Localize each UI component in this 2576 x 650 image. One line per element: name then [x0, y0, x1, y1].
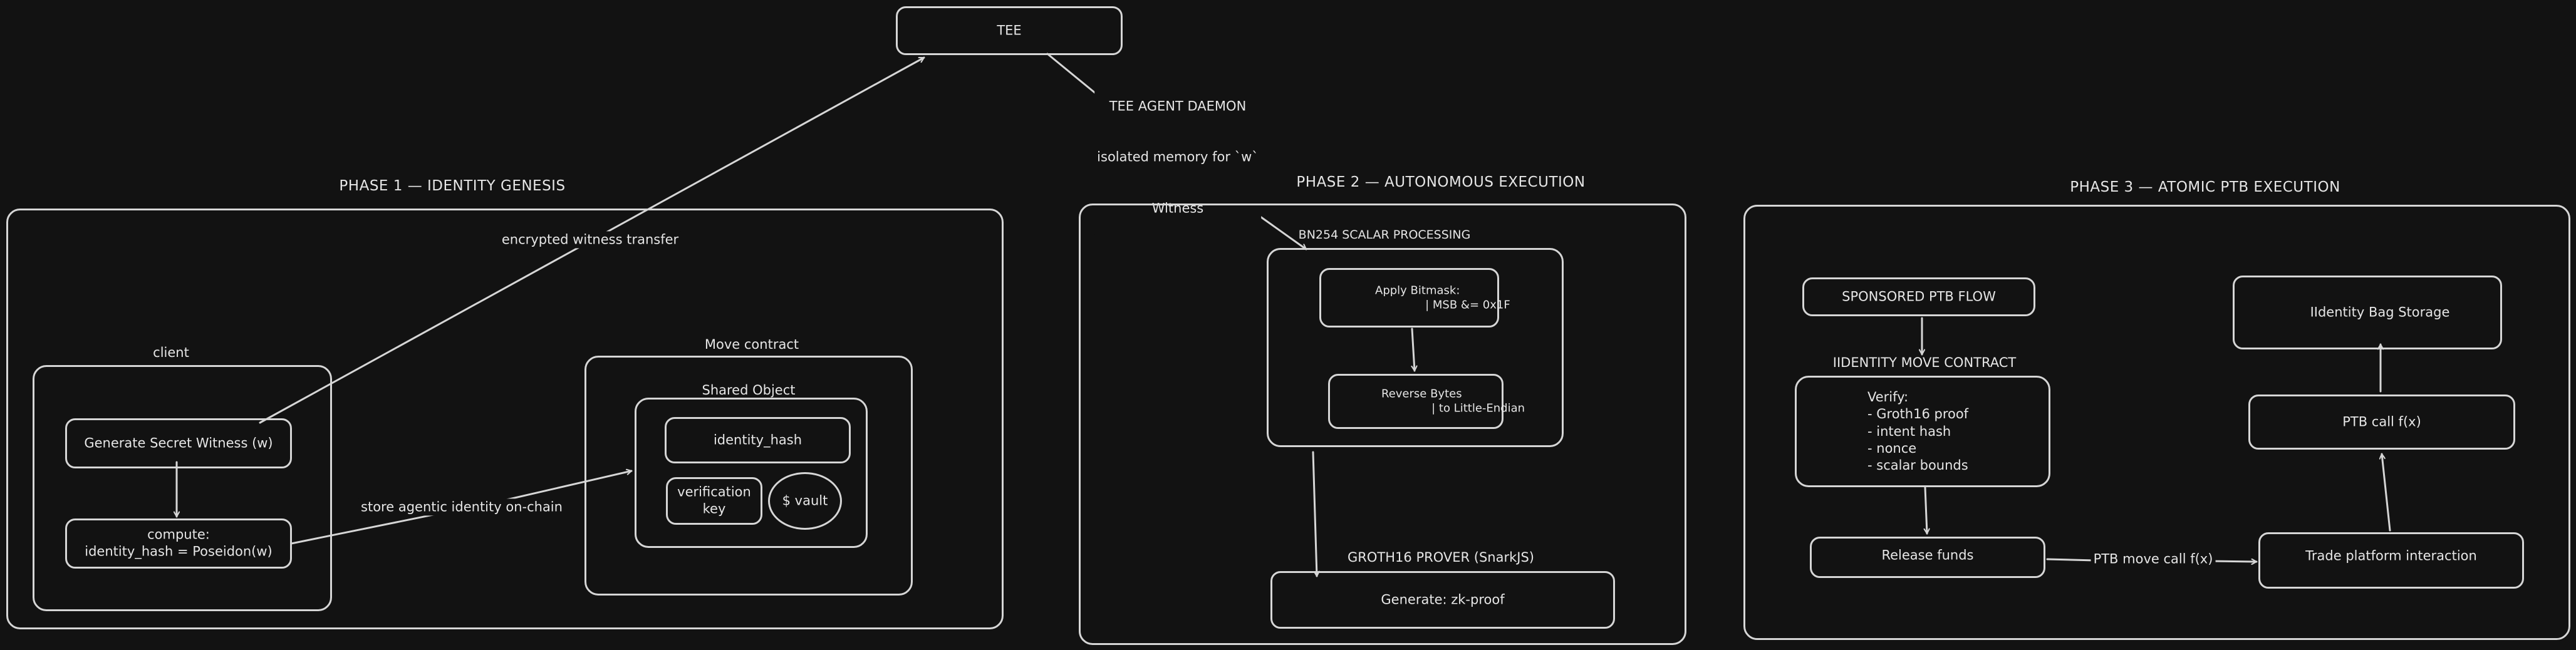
- verify-list-label: Verify: - Groth16 proof - intent hash - …: [1867, 389, 1969, 473]
- verification-key-node[interactable]: verification key: [666, 477, 762, 525]
- identity-hash-label: identity_hash: [713, 432, 802, 448]
- sponsored-flow-label: SPONSORED PTB FLOW: [1842, 289, 1996, 304]
- tee-daemon-title: TEE AGENT DAEMON: [1109, 98, 1247, 114]
- identity-hash-node[interactable]: identity_hash: [665, 417, 851, 463]
- trade-platform-label: Trade platform interaction: [2305, 548, 2477, 564]
- ptb-call-label: PTB call f(x): [2342, 414, 2421, 430]
- bag-storage-label: IIdentity Bag Storage: [2310, 304, 2450, 320]
- move-contract-title: Move contract: [704, 337, 799, 352]
- phase2-title: PHASE 2 — AUTONOMOUS EXECUTION: [1296, 174, 1586, 190]
- release-funds-label: Release funds: [1881, 547, 1974, 563]
- trade-platform-node[interactable]: Trade platform interaction: [2258, 532, 2524, 589]
- bag-storage-node[interactable]: IIdentity Bag Storage: [2233, 276, 2502, 349]
- tee-daemon-subtitle: isolated memory for `w`: [1097, 150, 1259, 165]
- identity-contract-node[interactable]: Verify: - Groth16 proof - intent hash - …: [1795, 376, 2050, 487]
- client-group: [33, 365, 332, 611]
- shared-object-group: [635, 398, 868, 548]
- tee-daemon-caption: TEE AGENT DAEMON isolated memory for `w`…: [1094, 63, 1261, 235]
- tee-daemon-witness: Witness: [1151, 200, 1204, 216]
- reverse-bytes-label: Reverse Bytes | to Little-Endian: [1381, 387, 1525, 415]
- tee-label: TEE: [997, 23, 1022, 38]
- encrypted-transfer-label: encrypted witness transfer: [499, 231, 682, 249]
- ptb-call-node[interactable]: PTB call f(x): [2248, 395, 2515, 450]
- identity-contract-title: IIDENTITY MOVE CONTRACT: [1832, 355, 2017, 370]
- generate-witness-node[interactable]: Generate Secret Witness (w): [65, 418, 292, 468]
- phase1-container: [6, 209, 1004, 629]
- phase3-title: PHASE 3 — ATOMIC PTB EXECUTION: [2070, 179, 2340, 195]
- generate-witness-label: Generate Secret Witness (w): [84, 435, 273, 451]
- verification-key-label: verification key: [677, 484, 751, 517]
- vault-label: $ vault: [782, 493, 828, 508]
- apply-bitmask-label: Apply Bitmask: | MSB &= 0x1F: [1375, 284, 1510, 312]
- scalar-title: BN254 SCALAR PROCESSING: [1298, 228, 1471, 242]
- vault-node[interactable]: $ vault: [768, 472, 842, 530]
- move-contract-group: [584, 356, 913, 596]
- phase2-container: [1079, 204, 1686, 645]
- tee-node[interactable]: TEE: [896, 6, 1123, 55]
- generate-proof-label: Generate: zk-proof: [1381, 592, 1505, 607]
- phase3-container: [1743, 205, 2570, 640]
- compute-hash-node[interactable]: compute: identity_hash = Poseidon(w): [65, 518, 292, 569]
- apply-bitmask-node[interactable]: Apply Bitmask: | MSB &= 0x1F: [1319, 268, 1510, 328]
- shared-object-title: Shared Object: [702, 383, 796, 398]
- prover-title: GROTH16 PROVER (SnarkJS): [1348, 550, 1534, 565]
- ptb-move-call-label: PTB move call f(x): [2090, 550, 2216, 568]
- sponsored-flow-node[interactable]: SPONSORED PTB FLOW: [1802, 277, 2035, 316]
- phase1-title: PHASE 1 — IDENTITY GENESIS: [339, 178, 566, 194]
- release-funds-node[interactable]: Release funds: [1810, 537, 2045, 578]
- generate-proof-node[interactable]: Generate: zk-proof: [1270, 571, 1615, 629]
- reverse-bytes-node[interactable]: Reverse Bytes | to Little-Endian: [1328, 374, 1525, 429]
- scalar-group: [1267, 248, 1564, 447]
- compute-hash-label: compute: identity_hash = Poseidon(w): [85, 527, 273, 559]
- client-title: client: [153, 345, 189, 360]
- store-identity-label: store agentic identity on-chain: [358, 498, 565, 516]
